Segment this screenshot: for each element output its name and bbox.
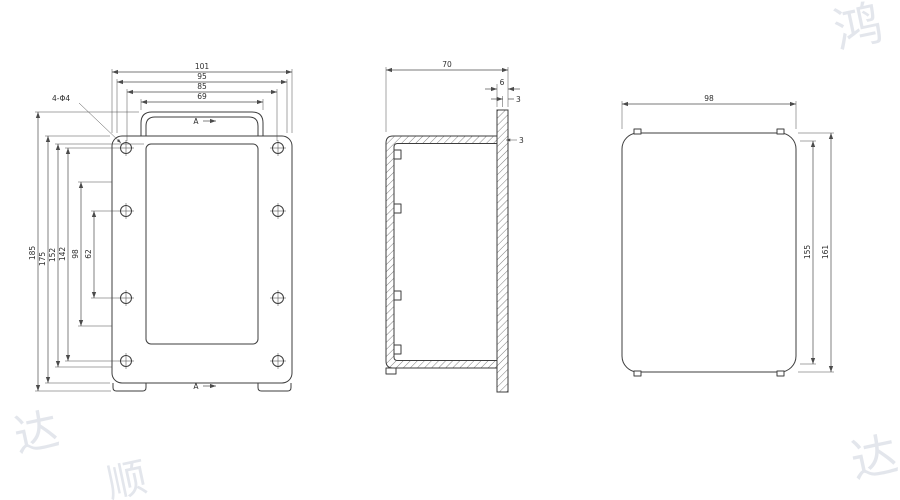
mount-tab	[776, 370, 785, 377]
screw-hole	[118, 203, 134, 219]
mount-tab	[633, 370, 642, 377]
dim-height-185: 185	[28, 111, 139, 392]
leader-line	[78, 102, 122, 144]
dimension-label: 6	[500, 78, 505, 87]
screw-hole	[270, 290, 286, 306]
callout-label: 3	[519, 136, 524, 145]
dimension-label: 70	[442, 60, 452, 69]
lid-plate-section	[496, 109, 509, 393]
dimension-label: 152	[48, 248, 57, 263]
boss-rib	[393, 203, 402, 214]
watermark: 鸿 达 顺 达	[10, 0, 900, 500]
lid-top-bump-inner	[145, 116, 259, 136]
dim-height-161: 161	[798, 132, 834, 373]
dimension-label: 155	[803, 245, 812, 260]
dim-height-142: 142	[58, 147, 118, 362]
dim-width-69: 69	[140, 92, 264, 110]
mount-tab	[633, 128, 642, 135]
dim-height-152: 152	[48, 143, 144, 368]
screw-hole	[118, 353, 134, 369]
dim-height-155: 155	[800, 140, 816, 365]
wall-thickness-callout: 3	[506, 136, 524, 145]
watermark-glyph: 顺	[103, 454, 152, 500]
hole-callout: 4-Φ4	[52, 94, 122, 144]
dimension-label: 175	[38, 252, 47, 267]
dim-plate-3: 3	[491, 95, 521, 107]
enclosure-body-outline	[111, 135, 293, 384]
watermark-glyph: 达	[10, 404, 64, 463]
dimension-label: 142	[58, 247, 67, 262]
screw-hole	[270, 140, 286, 156]
watermark-glyph: 鸿	[829, 0, 888, 60]
dim-width-85: 85	[126, 82, 278, 141]
dimension-label: 95	[197, 72, 207, 81]
screw-hole	[118, 290, 134, 306]
dimension-label: 62	[84, 249, 93, 259]
dimension-label: 85	[197, 82, 207, 91]
dimension-label: 185	[28, 246, 37, 261]
dimension-label: 69	[197, 92, 207, 101]
foot-section	[385, 367, 397, 375]
screw-hole	[270, 203, 286, 219]
dimension-label: 98	[71, 249, 80, 259]
dimension-label: 98	[704, 94, 714, 103]
dimension-label: 161	[821, 245, 830, 260]
section-mark-bottom: A	[193, 382, 216, 391]
lid-top-bump-outer	[140, 111, 264, 136]
dimension-label: 101	[195, 62, 210, 71]
section-letter: A	[193, 382, 199, 391]
watermark-glyph: 达	[846, 426, 900, 488]
rear-view: 98 155 161	[621, 94, 834, 377]
boss-rib	[393, 344, 402, 355]
screw-hole	[118, 140, 134, 156]
dim-height-62: 62	[84, 210, 118, 299]
dimension-label: 3	[516, 95, 521, 104]
boss-rib	[393, 290, 402, 301]
mounting-foot-right	[257, 383, 292, 392]
dim-width-98: 98	[621, 94, 797, 129]
dim-height-175: 175	[38, 135, 110, 384]
dim-height-98: 98	[71, 181, 112, 327]
screw-hole	[270, 353, 286, 369]
dim-width-101: 101	[111, 62, 293, 133]
section-mark-top: A	[193, 117, 216, 126]
mount-tab	[776, 128, 785, 135]
dim-width-95: 95	[116, 72, 288, 133]
mounting-foot-left	[112, 383, 147, 392]
boss-rib	[393, 149, 402, 160]
section-view: 70 6 3 3	[385, 60, 524, 393]
section-letter: A	[193, 117, 199, 126]
lid-face-recess	[145, 143, 259, 345]
front-view: 4-Φ4 A A 101 95 85	[28, 62, 293, 392]
rear-body-outline	[621, 132, 797, 373]
dim-lid-6: 6	[485, 78, 520, 107]
hole-callout-label: 4-Φ4	[52, 94, 70, 103]
